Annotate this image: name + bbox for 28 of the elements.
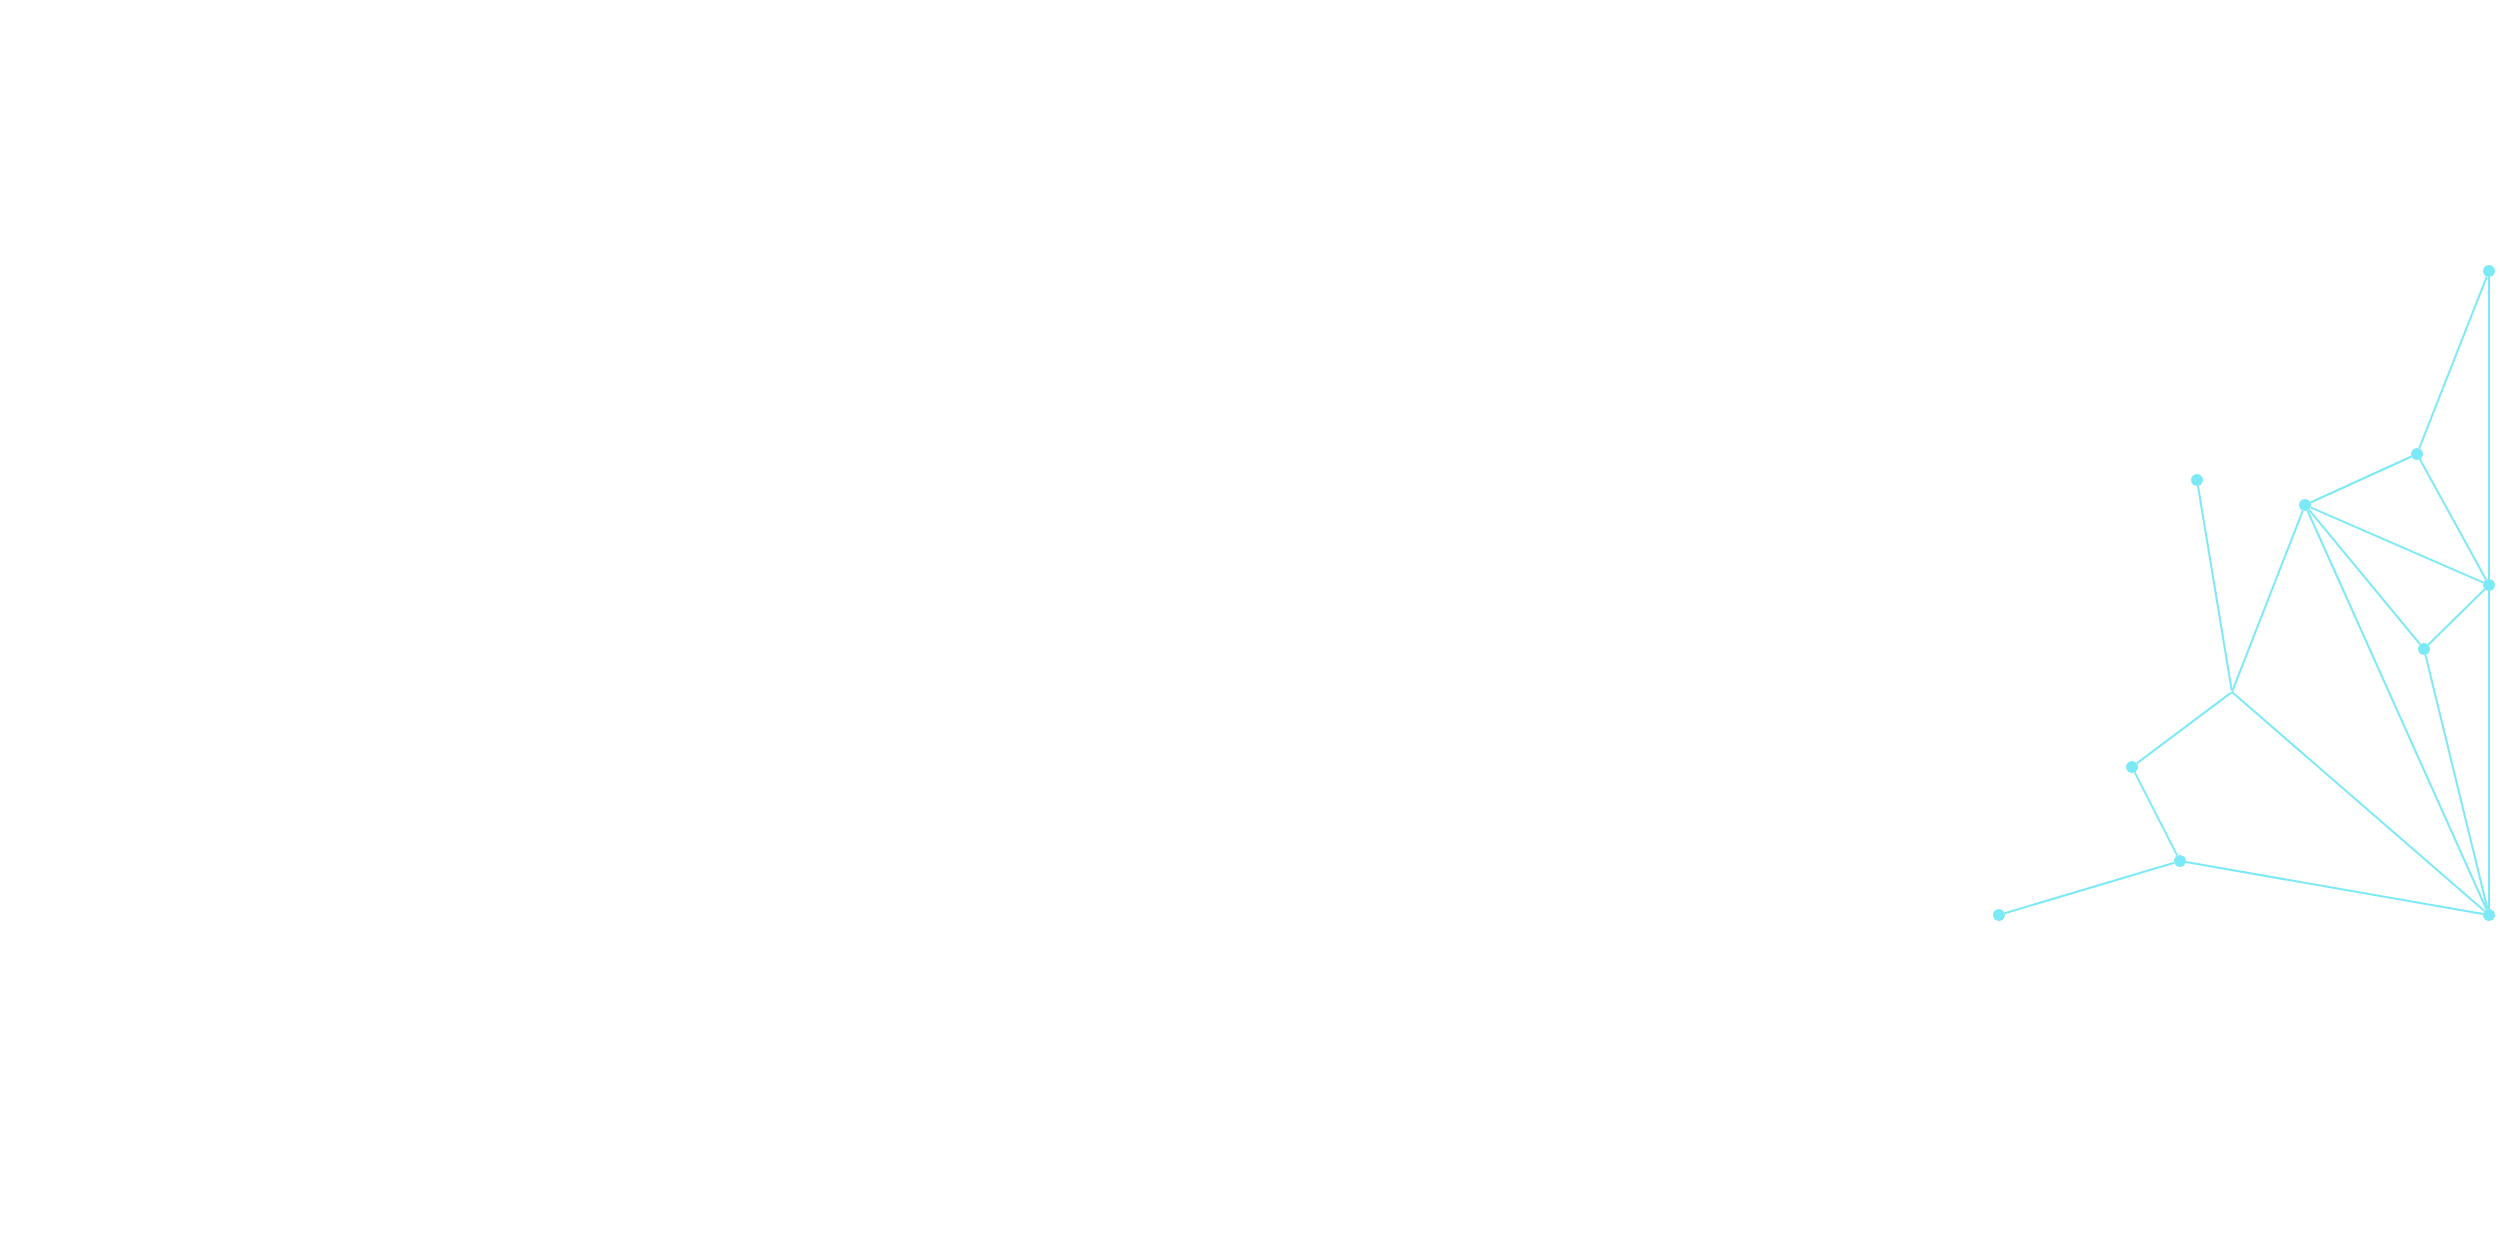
connector-line [2306,509,2488,911]
network-dot [2483,265,2495,277]
connector-line [2135,691,2232,765]
network-dot [2126,761,2138,773]
connector-line [2133,771,2179,857]
network-dot [2411,448,2423,460]
connector-line [2427,588,2486,646]
connector-line [2231,509,2304,692]
network-dot [2299,499,2311,511]
connector-line [2488,276,2490,580]
network-dot [2483,579,2495,591]
network-dot [2174,855,2186,867]
connector-line [2003,861,2176,915]
network-dot [1993,909,2005,921]
network-dot [2418,643,2430,655]
connector-line [2424,653,2489,911]
network-dot [2483,909,2495,921]
network-dot [2191,474,2203,486]
connector-line [2418,275,2488,450]
connector-line [2488,590,2490,910]
connector-line [2418,458,2488,581]
connector-line [2307,508,2422,646]
connector-line [2197,484,2233,692]
connector-line [2184,861,2485,915]
connector-line [2309,506,2485,584]
connector-line [2309,455,2413,504]
connector-line [2232,692,2486,913]
junction-point [2230,690,2234,694]
